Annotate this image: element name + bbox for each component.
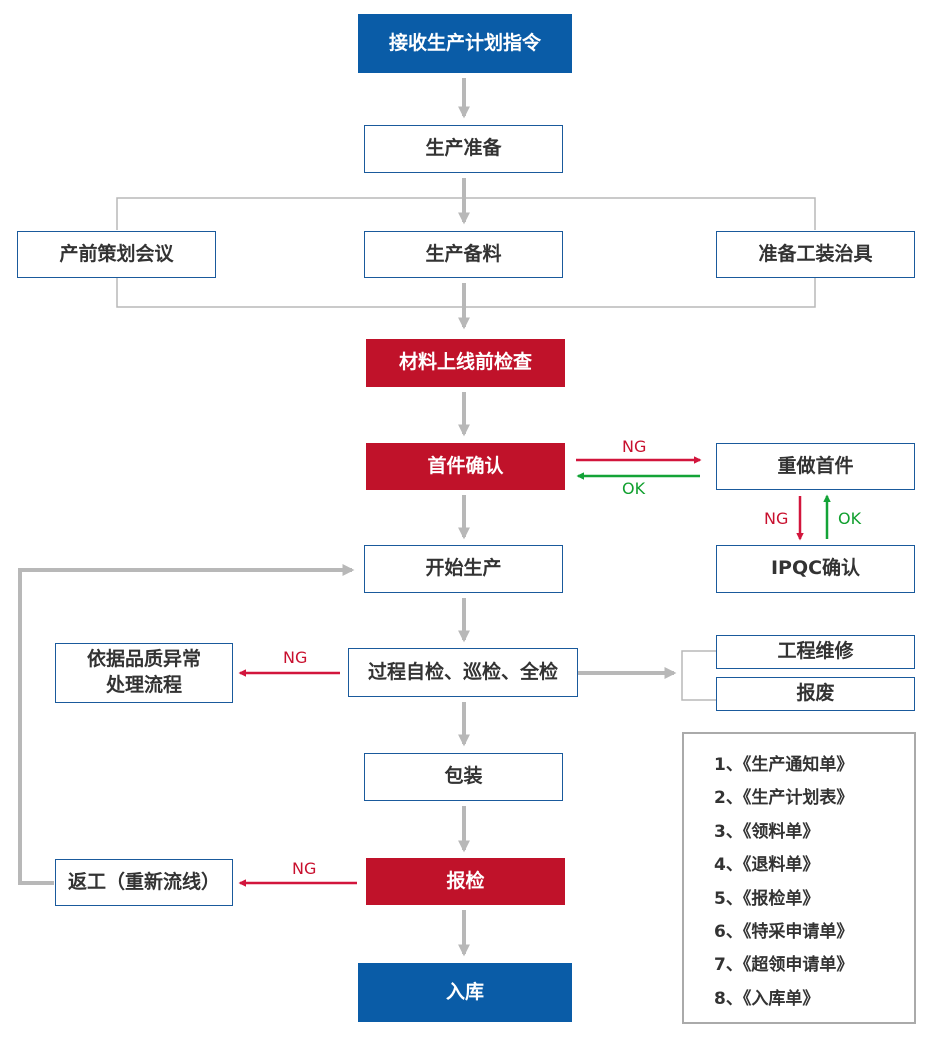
receive-plan-node: 接收生产计划指令	[358, 14, 572, 73]
fixtures-node: 准备工装治具	[716, 231, 915, 278]
start-production-node: 开始生产	[364, 545, 563, 593]
warehouse-node: 入库	[358, 963, 572, 1022]
ng-label-first: NG	[622, 437, 647, 456]
ng-label-inspect: NG	[292, 859, 317, 878]
ok-label-ipqc: OK	[838, 509, 862, 528]
rework-node: 返工（重新流线）	[55, 859, 233, 906]
document-item: 7、《超领申请单》	[714, 955, 854, 976]
ng-label-ipqc: NG	[764, 509, 789, 528]
meeting-node: 产前策划会议	[17, 231, 216, 278]
packing-node: 包装	[364, 753, 563, 801]
ng-label-process: NG	[283, 648, 308, 667]
document-item: 5、《报检单》	[714, 888, 820, 909]
bracket-right	[681, 650, 716, 701]
abnormal-handling-node: 依据品质异常处理流程	[55, 643, 233, 703]
document-list: 1、《生产通知单》 2、《生产计划表》 3、《领料单》 4、《退料单》 5、《报…	[682, 732, 916, 1024]
document-item: 2、《生产计划表》	[714, 788, 854, 809]
branch-top	[116, 197, 816, 230]
inspection-node: 报检	[366, 858, 565, 905]
material-check-node: 材料上线前检查	[366, 339, 565, 387]
branch-bottom	[116, 278, 816, 308]
document-item: 3、《领料单》	[714, 821, 820, 842]
ipqc-node: IPQC确认	[716, 545, 915, 593]
process-check-node: 过程自检、巡检、全检	[348, 648, 578, 697]
prep-node: 生产准备	[364, 125, 563, 173]
document-item: 8、《入库单》	[714, 988, 820, 1009]
materials-node: 生产备料	[364, 231, 563, 278]
document-item: 6、《特采申请单》	[714, 921, 854, 942]
engineering-repair-node: 工程维修	[716, 635, 915, 669]
arrow-rework-loop	[18, 564, 355, 885]
document-item: 4、《退料单》	[714, 855, 820, 876]
scrap-node: 报废	[716, 677, 915, 711]
document-item: 1、《生产通知单》	[714, 755, 854, 775]
first-article-node: 首件确认	[366, 443, 565, 490]
ok-label-first: OK	[622, 479, 646, 498]
redo-first-node: 重做首件	[716, 443, 915, 490]
